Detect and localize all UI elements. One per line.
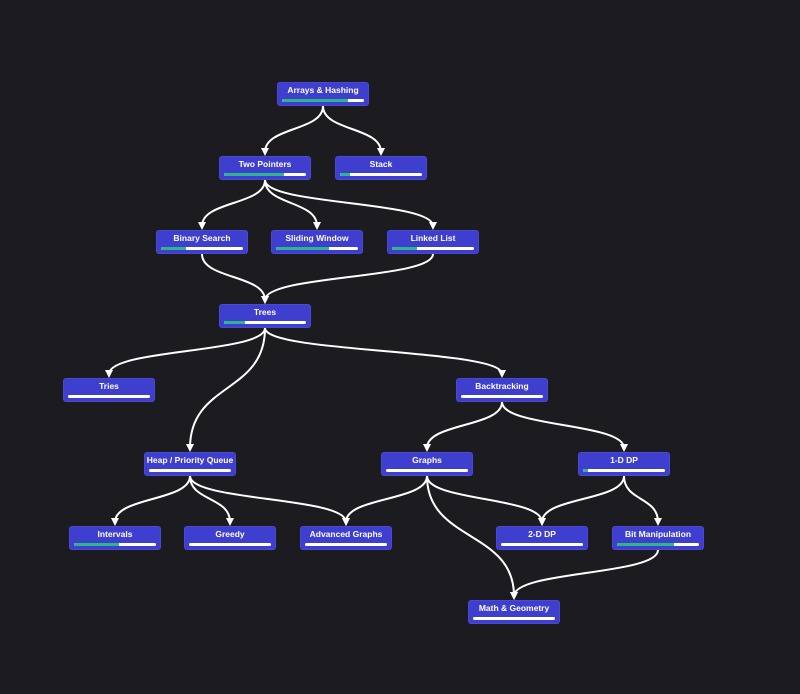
progress-bar	[305, 543, 387, 546]
node-label: 2-D DP	[528, 529, 556, 539]
progress-bar	[68, 395, 150, 398]
node-label: Stack	[369, 159, 393, 169]
node-label: Tries	[99, 381, 119, 391]
progress-bar	[392, 247, 474, 250]
node-advanced-graphs[interactable]: Advanced Graphs	[300, 526, 392, 550]
node-label: Greedy	[215, 529, 245, 539]
edge-linked-list-to-trees	[261, 253, 434, 304]
node-label: Two Pointers	[238, 159, 292, 169]
progress-bar	[224, 173, 306, 176]
node-label: Graphs	[412, 455, 442, 465]
node-label: 1-D DP	[610, 455, 638, 465]
edge-two-pointers-to-sliding-window	[264, 179, 321, 230]
node-greedy[interactable]: Greedy	[184, 526, 276, 550]
edge-two-pointers-to-binary-search	[198, 179, 266, 230]
node-bit-manipulation[interactable]: Bit Manipulation	[612, 526, 704, 550]
node-intervals[interactable]: Intervals	[69, 526, 161, 550]
progress-bar-fill	[161, 247, 186, 250]
edge-two-pointers-to-linked-list	[264, 179, 437, 230]
edge-binary-search-to-trees	[201, 253, 269, 304]
node-label: Advanced Graphs	[309, 529, 383, 539]
node-2d-dp[interactable]: 2-D DP	[496, 526, 588, 550]
progress-bar	[617, 543, 699, 546]
progress-bar	[276, 247, 358, 250]
node-label: Bit Manipulation	[624, 529, 692, 539]
progress-bar-fill	[340, 173, 350, 176]
progress-bar-fill	[282, 99, 348, 102]
node-1d-dp[interactable]: 1-D DP	[578, 452, 670, 476]
progress-bar	[282, 99, 364, 102]
edge-heap-to-intervals	[111, 475, 191, 526]
edge-heap-to-greedy	[189, 475, 234, 526]
progress-bar	[224, 321, 306, 324]
node-label: Trees	[253, 307, 277, 317]
edge-arrays-to-two-pointers	[261, 105, 324, 156]
progress-bar	[161, 247, 243, 250]
node-tries[interactable]: Tries	[63, 378, 155, 402]
progress-bar	[386, 469, 468, 472]
edge-backtracking-to-graphs	[423, 401, 503, 452]
node-label: Sliding Window	[285, 233, 349, 243]
progress-bar-fill	[74, 543, 120, 546]
progress-bar	[501, 543, 583, 546]
node-two-pointers[interactable]: Two Pointers	[219, 156, 311, 180]
edge-bit-manipulation-to-math-geometry	[510, 549, 659, 600]
node-heap-priority-queue[interactable]: Heap / Priority Queue	[144, 452, 236, 476]
edge-graphs-to-advanced-graphs	[342, 475, 428, 526]
progress-bar-fill	[224, 173, 284, 176]
node-backtracking[interactable]: Backtracking	[456, 378, 548, 402]
node-label: Intervals	[97, 529, 133, 539]
node-math-geometry[interactable]: Math & Geometry	[468, 600, 560, 624]
progress-bar-fill	[392, 247, 417, 250]
progress-bar	[149, 469, 231, 472]
node-arrays-hashing[interactable]: Arrays & Hashing	[277, 82, 369, 106]
edge-dp1-to-dp2	[538, 475, 625, 526]
edge-arrays-to-stack	[322, 105, 385, 156]
node-stack[interactable]: Stack	[335, 156, 427, 180]
node-label: Linked List	[410, 233, 456, 243]
progress-bar	[473, 617, 555, 620]
node-trees[interactable]: Trees	[219, 304, 311, 328]
edge-heap-to-advanced-graphs	[189, 475, 350, 526]
progress-bar-fill	[276, 247, 330, 250]
progress-bar	[340, 173, 422, 176]
node-linked-list[interactable]: Linked List	[387, 230, 479, 254]
progress-bar	[461, 395, 543, 398]
edge-trees-to-tries	[105, 327, 266, 378]
progress-bar-fill	[583, 469, 588, 472]
edge-dp1-to-bit-manipulation	[623, 475, 662, 526]
progress-bar	[189, 543, 271, 546]
edge-trees-to-heap	[186, 327, 266, 452]
node-label: Binary Search	[173, 233, 231, 243]
progress-bar-fill	[617, 543, 675, 546]
node-sliding-window[interactable]: Sliding Window	[271, 230, 363, 254]
progress-bar	[74, 543, 156, 546]
node-label: Math & Geometry	[478, 603, 550, 613]
edge-graphs-to-dp2	[426, 475, 546, 526]
node-graphs[interactable]: Graphs	[381, 452, 473, 476]
node-label: Arrays & Hashing	[287, 85, 359, 95]
node-label: Backtracking	[475, 381, 529, 391]
edge-backtracking-to-dp1	[501, 401, 628, 452]
node-binary-search[interactable]: Binary Search	[156, 230, 248, 254]
progress-bar-fill	[224, 321, 245, 324]
progress-bar	[583, 469, 665, 472]
node-label: Heap / Priority Queue	[146, 455, 234, 465]
edge-trees-to-backtracking	[264, 327, 506, 378]
